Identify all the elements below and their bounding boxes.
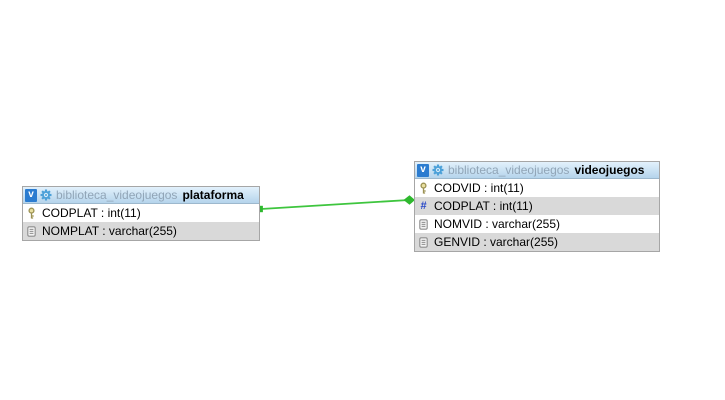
column-field-icon [26, 224, 37, 238]
column-label: NOMPLAT : varchar(255) [42, 224, 177, 238]
primary-key-icon [26, 206, 37, 220]
column-field-icon [418, 217, 429, 231]
column-label: CODPLAT : int(11) [434, 199, 533, 213]
schema-name: biblioteca_videojuegos [56, 188, 178, 202]
column-field-icon [418, 235, 429, 249]
column-label: GENVID : varchar(255) [434, 235, 559, 249]
column-row-genvid[interactable]: GENVID : varchar(255) [415, 233, 659, 251]
column-row-nomvid[interactable]: NOMVID : varchar(255) [415, 215, 659, 233]
schema-name: biblioteca_videojuegos [448, 163, 570, 177]
column-row-codvid[interactable]: CODVID : int(11) [415, 179, 659, 197]
column-row-codplat[interactable]: CODPLAT : int(11) [23, 204, 259, 222]
toggle-v-icon[interactable]: v [417, 163, 429, 177]
relation-line [260, 199, 410, 210]
primary-key-icon [418, 181, 429, 195]
column-label: CODPLAT : int(11) [42, 206, 141, 220]
gear-icon[interactable] [432, 164, 444, 176]
table-plataforma[interactable]: v biblioteca_videojuegos plataforma [22, 186, 260, 241]
column-row-codplat-fk[interactable]: # CODPLAT : int(11) [415, 197, 659, 215]
table-header-plataforma[interactable]: v biblioteca_videojuegos plataforma [23, 187, 259, 204]
column-label: CODVID : int(11) [434, 181, 524, 195]
gear-icon[interactable] [40, 189, 52, 201]
table-videojuegos[interactable]: v biblioteca_videojuegos videojuegos [414, 161, 660, 252]
column-label: NOMVID : varchar(255) [434, 217, 561, 231]
table-header-videojuegos[interactable]: v biblioteca_videojuegos videojuegos [415, 162, 659, 179]
table-name: videojuegos [574, 163, 645, 177]
toggle-v-icon[interactable]: v [25, 188, 37, 202]
table-name: plataforma [182, 188, 244, 202]
index-hash-icon: # [420, 199, 427, 212]
column-row-nomplat[interactable]: NOMPLAT : varchar(255) [23, 222, 259, 240]
